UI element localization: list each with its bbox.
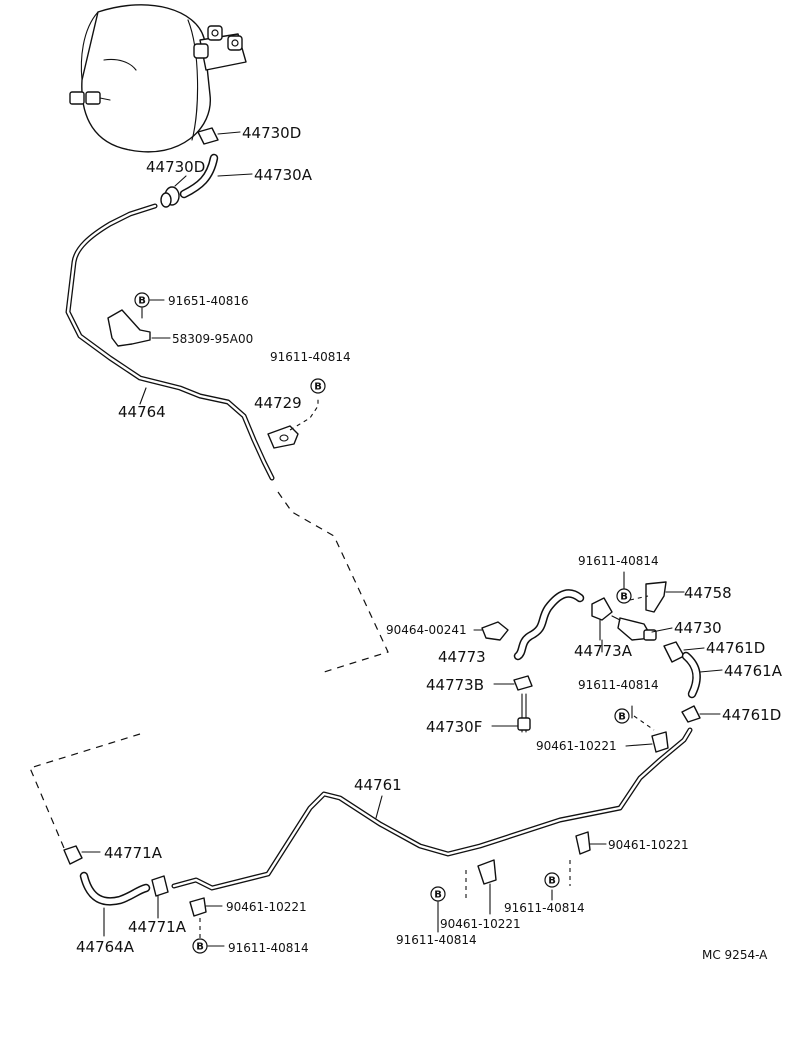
label-p44730A: 44730A	[254, 166, 313, 184]
bolt-icon: B	[192, 938, 208, 954]
dashed-link-left	[29, 733, 141, 849]
label-p44730: 44730	[674, 619, 722, 637]
hose-44730A	[179, 153, 253, 199]
label-p91611-40814-b: 91611-40814	[578, 554, 659, 568]
label-p90464-00241: 90464-00241	[386, 623, 467, 637]
label-p90461-10221-d: 90461-10221	[440, 917, 521, 931]
label-p91611-40814-c: 91611-40814	[578, 678, 659, 692]
label-p44764A: 44764A	[76, 938, 135, 956]
clamp-44771A-upper	[63, 845, 101, 865]
bracket-58309-95A00	[107, 307, 171, 347]
label-p44730F: 44730F	[426, 718, 482, 736]
label-p44773B: 44773B	[426, 676, 484, 694]
clip-90461-10221-center-right	[569, 831, 607, 886]
label-p44730D-top: 44730D	[242, 124, 301, 142]
label-p44761D-a: 44761D	[706, 639, 765, 657]
label-p91611-40814-d: 91611-40814	[504, 901, 585, 915]
clamp-44730D-left	[160, 175, 187, 208]
label-code: MC 9254-A	[702, 948, 768, 962]
bolt-mark: B	[548, 876, 556, 887]
label-p44764: 44764	[118, 403, 166, 421]
valve-44730	[611, 615, 673, 641]
label-p91651-40816: 91651-40816	[168, 294, 249, 308]
bolt-icon: B	[430, 886, 446, 902]
part-labels: 44730D 44730D 44730A 91651-40816 58309-95A00…	[76, 124, 783, 962]
clip-90461-10221-right	[625, 715, 669, 753]
label-p58309-95A00: 58309-95A00	[172, 332, 253, 346]
dashed-link-top	[277, 491, 389, 673]
label-p44761D-b: 44761D	[722, 706, 781, 724]
label-p44771A-b: 44771A	[128, 918, 187, 936]
clip-90461-10221-left	[189, 897, 223, 938]
clip-44729	[267, 396, 319, 449]
label-p91611-40814-a: 91611-40814	[270, 350, 351, 364]
label-p90461-10221-a: 90461-10221	[536, 739, 617, 753]
label-p44758: 44758	[684, 584, 732, 602]
bolt-icon: B	[616, 588, 632, 604]
bolt-icon: B	[310, 378, 326, 394]
bracket-44758	[629, 581, 685, 613]
clip-90464-00241	[473, 621, 509, 641]
fitting-44761D-lower	[681, 705, 721, 723]
pipe-44730F	[491, 693, 531, 733]
hose-44761A	[681, 651, 723, 699]
bolt-icon: B	[134, 292, 150, 308]
bolt-mark: B	[618, 712, 626, 723]
hose-44773	[513, 589, 585, 661]
label-p44729: 44729	[254, 394, 302, 412]
label-p44773: 44773	[438, 648, 486, 666]
hose-44764A	[79, 871, 151, 937]
pipe-44764	[65, 203, 275, 481]
label-p44771A-a: 44771A	[104, 844, 163, 862]
bolt-mark: B	[138, 296, 146, 307]
bolt-icon: B	[614, 708, 630, 724]
pipe-44761	[171, 727, 693, 891]
label-p44761A: 44761A	[724, 662, 783, 680]
brake-booster	[69, 4, 247, 153]
label-p91611-40814-f: 91611-40814	[228, 941, 309, 955]
cap-44773B	[493, 675, 533, 691]
label-p44761: 44761	[354, 776, 402, 794]
bolt-mark: B	[314, 382, 322, 393]
label-p44773A: 44773A	[574, 642, 633, 660]
bolt-icon: B	[544, 872, 560, 888]
bolt-mark: B	[196, 942, 204, 953]
label-p91611-40814-e: 91611-40814	[396, 933, 477, 947]
clamp-44771A-lower	[151, 875, 169, 919]
label-p90461-10221-b: 90461-10221	[608, 838, 689, 852]
bolt-symbols: B B B B B B B	[134, 292, 632, 954]
label-p90461-10221-c: 90461-10221	[226, 900, 307, 914]
bolt-mark: B	[434, 890, 442, 901]
bolt-mark: B	[620, 592, 628, 603]
fitting-44730D-top	[197, 127, 241, 145]
clip-90461-10221-center	[465, 859, 497, 915]
clamp-44773A	[591, 597, 613, 641]
label-p44730D-left: 44730D	[146, 158, 205, 176]
